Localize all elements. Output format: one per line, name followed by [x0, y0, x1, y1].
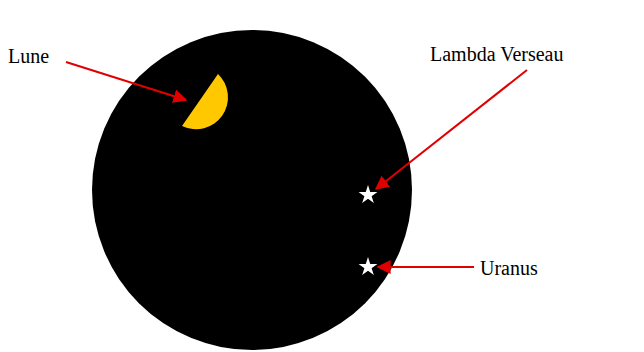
field-of-view: [92, 30, 412, 350]
leader-line: [66, 62, 186, 100]
star-symbol: [359, 257, 378, 275]
object-label: Lambda Verseau: [430, 42, 563, 66]
leader-line: [378, 266, 474, 268]
object-label: Uranus: [480, 256, 538, 280]
object-label: Lune: [8, 44, 49, 68]
leader-line: [376, 70, 527, 189]
star-symbol: [359, 185, 378, 203]
moon-shape: [182, 74, 228, 129]
